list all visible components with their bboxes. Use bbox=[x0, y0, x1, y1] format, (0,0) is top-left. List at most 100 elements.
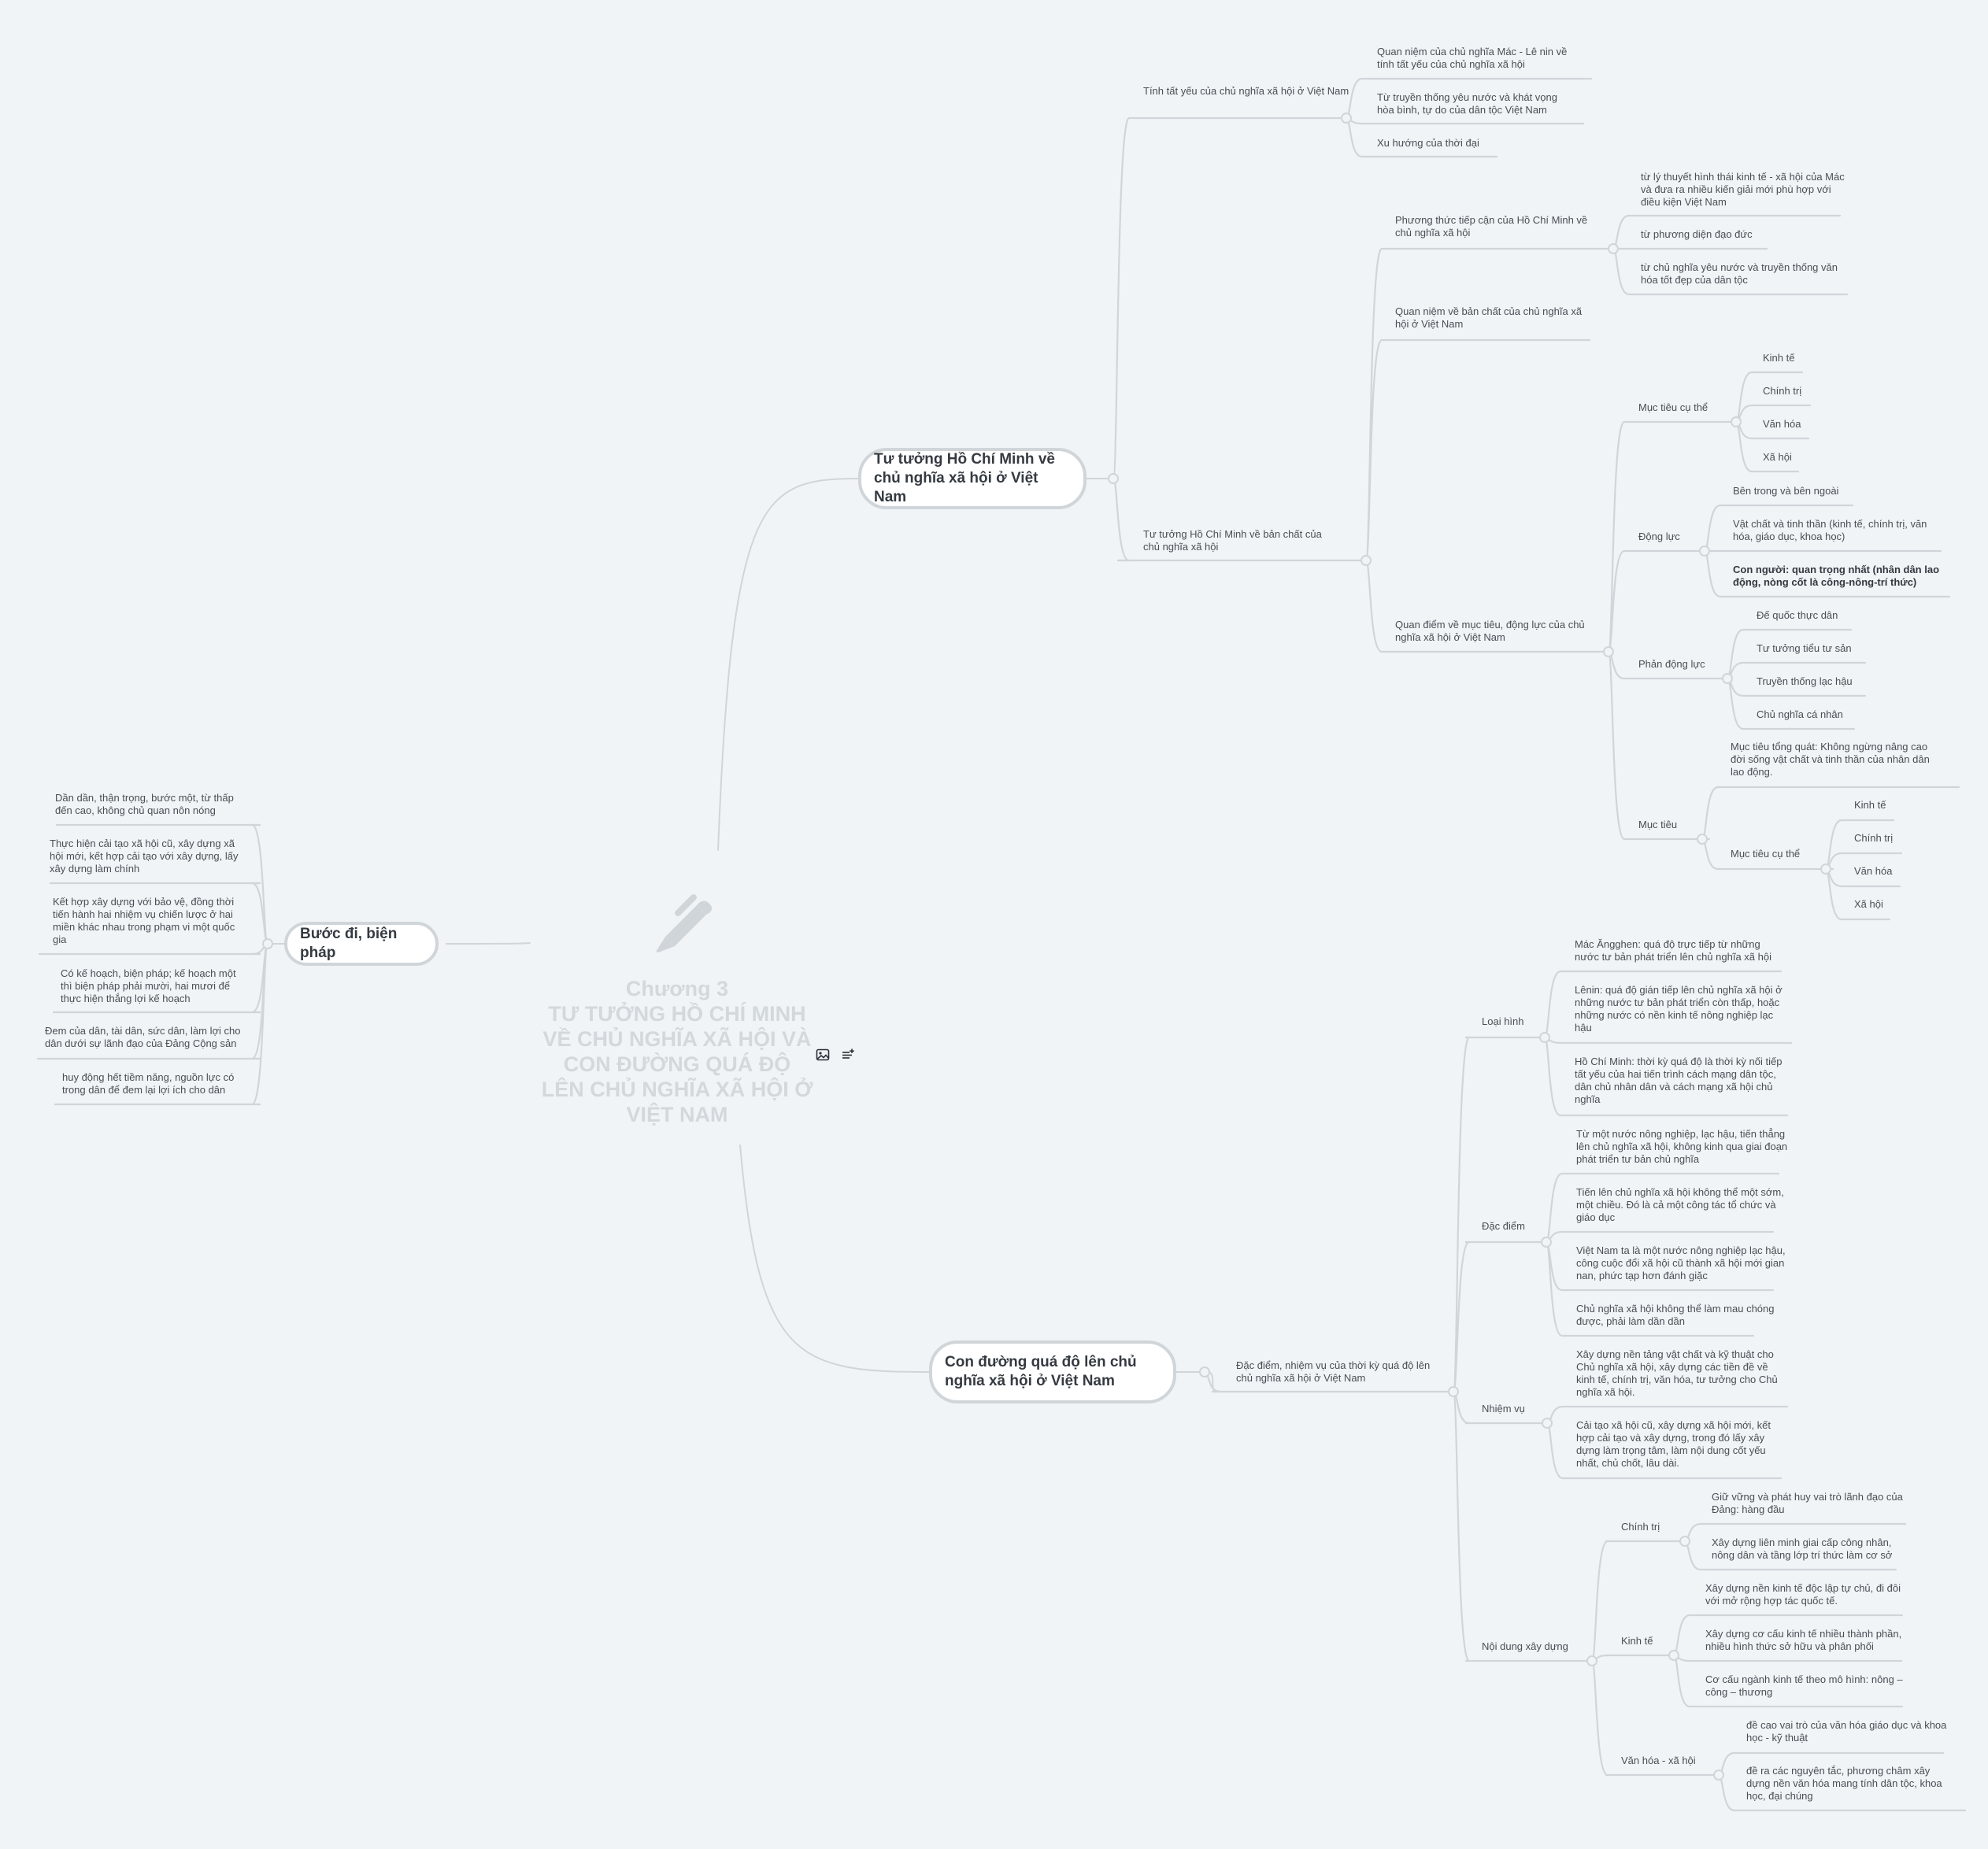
connector-line bbox=[1701, 838, 1732, 871]
subtopic-t2c3[interactable]: Phản động lực bbox=[1638, 658, 1705, 670]
connector-line bbox=[1824, 867, 1856, 921]
subtopic-t3d3b[interactable]: đề ra các nguyên tắc, phương châm xây dự… bbox=[1746, 1765, 1942, 1802]
subtopic-t3d3[interactable]: Văn hóa - xã hội bbox=[1621, 1755, 1696, 1766]
subtopic-t3b[interactable]: Đặc điểm bbox=[1482, 1220, 1525, 1232]
subtopic-t1[interactable]: Tính tất yếu của chủ nghĩa xã hội ở Việt… bbox=[1143, 85, 1349, 97]
subtopic-t2c2b[interactable]: Vật chất và tinh thần (kinh tế, chính tr… bbox=[1733, 518, 1927, 542]
subtopic-t2c4b4[interactable]: Xã hội bbox=[1854, 898, 1883, 910]
root-title-line: LÊN CHỦ NGHĨA XÃ HỘI Ở bbox=[541, 1078, 813, 1101]
subtopic-t2c1b[interactable]: Chính trị bbox=[1763, 385, 1802, 397]
subtopic-t3d2[interactable]: Kinh tế bbox=[1621, 1635, 1653, 1647]
subtopic-t3d1b[interactable]: Xây dựng liên minh giai cấp công nhân, n… bbox=[1712, 1537, 1893, 1561]
subtopic-t2c2[interactable]: Động lực bbox=[1638, 531, 1680, 542]
collapse-toggle[interactable] bbox=[262, 938, 273, 949]
subtopic-t3c1[interactable]: Xây dựng nền tảng vật chất và kỹ thuật c… bbox=[1576, 1348, 1778, 1398]
subtopic-t3d[interactable]: Nội dung xây dựng bbox=[1482, 1640, 1568, 1652]
collapse-toggle[interactable] bbox=[1713, 1769, 1724, 1781]
subtopic-t2c1a[interactable]: Kinh tế bbox=[1763, 352, 1795, 364]
main-topic-label: Tư tưởng Hồ Chí Minh về chủ nghĩa xã hội… bbox=[874, 451, 1055, 505]
collapse-toggle[interactable] bbox=[1341, 113, 1352, 124]
collapse-toggle[interactable] bbox=[1603, 646, 1614, 657]
collapse-toggle[interactable] bbox=[1722, 673, 1733, 684]
subtopic-t4b[interactable]: Thực hiện cải tạo xã hội cũ, xây dựng xã… bbox=[50, 838, 239, 875]
collapse-toggle[interactable] bbox=[1541, 1237, 1552, 1248]
subtopic-t2c2c[interactable]: Con người: quan trọng nhất (nhân dân lao… bbox=[1733, 564, 1940, 588]
collapse-toggle[interactable] bbox=[1586, 1655, 1597, 1666]
subtopic-t4c[interactable]: Kết hợp xây dựng với bảo vệ, đồng thời t… bbox=[53, 896, 235, 945]
collapse-toggle[interactable] bbox=[1199, 1366, 1210, 1378]
collapse-toggle[interactable] bbox=[1731, 416, 1742, 427]
subtopic-t3[interactable]: Đặc điểm, nhiệm vụ của thời kỳ quá độ lê… bbox=[1236, 1359, 1431, 1384]
collapse-toggle[interactable] bbox=[1539, 1032, 1550, 1043]
insert-image-icon[interactable] bbox=[816, 1048, 830, 1062]
main-topic-b3[interactable]: Bước đi, biện pháp bbox=[284, 922, 439, 966]
subtopic-t3d1[interactable]: Chính trị bbox=[1621, 1521, 1660, 1533]
subtopic-t2a1[interactable]: từ lý thuyết hình thái kinh tế - xã hội … bbox=[1641, 171, 1845, 208]
subtopic-t2c1d[interactable]: Xã hội bbox=[1763, 451, 1792, 463]
subtopic-t3a1[interactable]: Mác Ăngghen: quá độ trực tiếp từ những n… bbox=[1575, 938, 1771, 963]
subtopic-t3d2a[interactable]: Xây dựng nền kinh tế độc lập tự chủ, đi … bbox=[1705, 1582, 1901, 1607]
subtopic-t4e[interactable]: Đem của dân, tài dân, sức dân, làm lợi c… bbox=[45, 1025, 241, 1049]
subtopic-t2a3[interactable]: từ chủ nghĩa yêu nước và truyền thống vă… bbox=[1641, 261, 1838, 286]
subtopic-t3c2[interactable]: Cải tạo xã hội cũ, xây dựng xã hội mới, … bbox=[1576, 1419, 1771, 1469]
subtopic-t4d[interactable]: Có kế hoạch, biện pháp; kế hoạch một thì… bbox=[61, 967, 236, 1004]
subtopic-t2c3a[interactable]: Đế quốc thực dân bbox=[1757, 609, 1838, 621]
collapse-toggle[interactable] bbox=[1668, 1650, 1679, 1661]
connector-line bbox=[1824, 867, 1856, 888]
subtopic-t4f[interactable]: huy động hết tiềm năng, nguồn lực có tro… bbox=[62, 1071, 235, 1096]
subtopic-t2c[interactable]: Quan điểm về mục tiêu, động lực của chủ … bbox=[1395, 619, 1585, 643]
subtopic-t3c[interactable]: Nhiệm vụ bbox=[1482, 1403, 1525, 1414]
subtopic-t2c3c[interactable]: Truyền thống lạc hậu bbox=[1757, 675, 1853, 687]
root-title-line: CON ĐƯỜNG QUÁ ĐỘ bbox=[563, 1052, 791, 1076]
connector-line bbox=[1824, 852, 1856, 871]
subtopic-t2c4b2[interactable]: Chính trị bbox=[1854, 832, 1894, 844]
subtopic-t2a2[interactable]: từ phương diện đạo đức bbox=[1641, 228, 1753, 240]
subtopic-t1a[interactable]: Quan niệm của chủ nghĩa Mác - Lê nin về … bbox=[1377, 46, 1568, 70]
connector-line bbox=[1734, 371, 1764, 423]
subtopic-t2c4a[interactable]: Mục tiêu tổng quát: Không ngừng nâng cao… bbox=[1731, 741, 1930, 778]
collapse-toggle[interactable] bbox=[1108, 473, 1119, 484]
subtopic-t3b1[interactable]: Từ một nước nông nghiệp, lạc hậu, tiến t… bbox=[1576, 1128, 1788, 1165]
main-topic-b2[interactable]: Con đường quá độ lên chủ nghĩa xã hội ở … bbox=[929, 1341, 1176, 1403]
connector-line bbox=[1546, 1405, 1578, 1425]
subtopic-t1b[interactable]: Từ truyền thống yêu nước và khát vọng hò… bbox=[1377, 91, 1557, 116]
subtopic-t3a[interactable]: Loại hình bbox=[1482, 1015, 1524, 1027]
main-topic-b1[interactable]: Tư tưởng Hồ Chí Minh về chủ nghĩa xã hội… bbox=[858, 448, 1087, 509]
subtopic-t3d2b[interactable]: Xây dựng cơ cấu kinh tế nhiều thành phần… bbox=[1705, 1628, 1902, 1652]
subtopic-t3b4[interactable]: Chủ nghĩa xã hội không thể làm mau chóng… bbox=[1576, 1303, 1775, 1327]
collapse-toggle[interactable] bbox=[1679, 1536, 1690, 1547]
subtopic-t1c[interactable]: Xu hướng của thời đại bbox=[1377, 137, 1479, 149]
subtopic-t2c4b1[interactable]: Kinh tế bbox=[1854, 799, 1886, 811]
subtopic-t2c4[interactable]: Mục tiêu bbox=[1638, 819, 1678, 830]
collapse-toggle[interactable] bbox=[1699, 545, 1710, 557]
add-note-icon[interactable] bbox=[841, 1048, 855, 1062]
collapse-toggle[interactable] bbox=[1542, 1418, 1553, 1429]
subtopic-t2c3b[interactable]: Tư tưởng tiểu tư sản bbox=[1757, 642, 1852, 654]
subtopic-t2c2a[interactable]: Bên trong và bên ngoài bbox=[1733, 485, 1839, 497]
connector-line bbox=[1543, 970, 1576, 1039]
collapse-toggle[interactable] bbox=[1448, 1386, 1459, 1397]
subtopic-t2c1c[interactable]: Văn hóa bbox=[1763, 418, 1801, 430]
central-topic[interactable]: Chương 3 TƯ TƯỞNG HỒ CHÍ MINH VỀ CHỦ NGH… bbox=[535, 874, 819, 1127]
subtopic-t3d1a[interactable]: Giữ vững và phát huy vai trò lãnh đạo củ… bbox=[1712, 1491, 1903, 1515]
subtopic-t3d3a[interactable]: đề cao vai trò của văn hóa giáo dục và k… bbox=[1746, 1719, 1947, 1744]
collapse-toggle[interactable] bbox=[1697, 834, 1708, 845]
subtopic-t2[interactable]: Tư tưởng Hồ Chí Minh về bản chất của chủ… bbox=[1143, 528, 1322, 553]
subtopic-t2b[interactable]: Quan niệm về bản chất của chủ nghĩa xã h… bbox=[1395, 305, 1583, 330]
subtopic-t2c4b3[interactable]: Văn hóa bbox=[1854, 865, 1893, 877]
subtopic-t3a3[interactable]: Hồ Chí Minh: thời kỳ quá độ là thời kỳ n… bbox=[1575, 1056, 1783, 1105]
collapse-toggle[interactable] bbox=[1820, 863, 1831, 875]
subtopic-t2c3d[interactable]: Chủ nghĩa cá nhân bbox=[1757, 708, 1843, 720]
collapse-toggle[interactable] bbox=[1608, 243, 1619, 254]
subtopic-t3b3[interactable]: Việt Nam ta là một nước nông nghiệp lạc … bbox=[1576, 1244, 1786, 1281]
subtopic-t3b2[interactable]: Tiến lên chủ nghĩa xã hội không thể một … bbox=[1576, 1186, 1784, 1223]
root-title-line: TƯ TƯỞNG HỒ CHÍ MINH bbox=[548, 1002, 806, 1026]
collapse-toggle[interactable] bbox=[1361, 555, 1372, 566]
subtopic-t4a[interactable]: Dần dần, thận trọng, bước một, từ thấp đ… bbox=[55, 792, 234, 816]
subtopic-t3a2[interactable]: Lênin: quá độ gián tiếp lên chủ nghĩa xã… bbox=[1575, 984, 1783, 1034]
subtopic-t2c4b[interactable]: Mục tiêu cụ thể bbox=[1731, 848, 1801, 860]
subtopic-t2a[interactable]: Phương thức tiếp cận của Hồ Chí Minh về … bbox=[1395, 214, 1588, 239]
subtopic-t2c1[interactable]: Mục tiêu cụ thể bbox=[1638, 401, 1708, 413]
subtopic-t3d2c[interactable]: Cơ cấu ngành kinh tế theo mô hình: nông … bbox=[1705, 1673, 1903, 1698]
connector-line bbox=[1452, 1036, 1471, 1393]
